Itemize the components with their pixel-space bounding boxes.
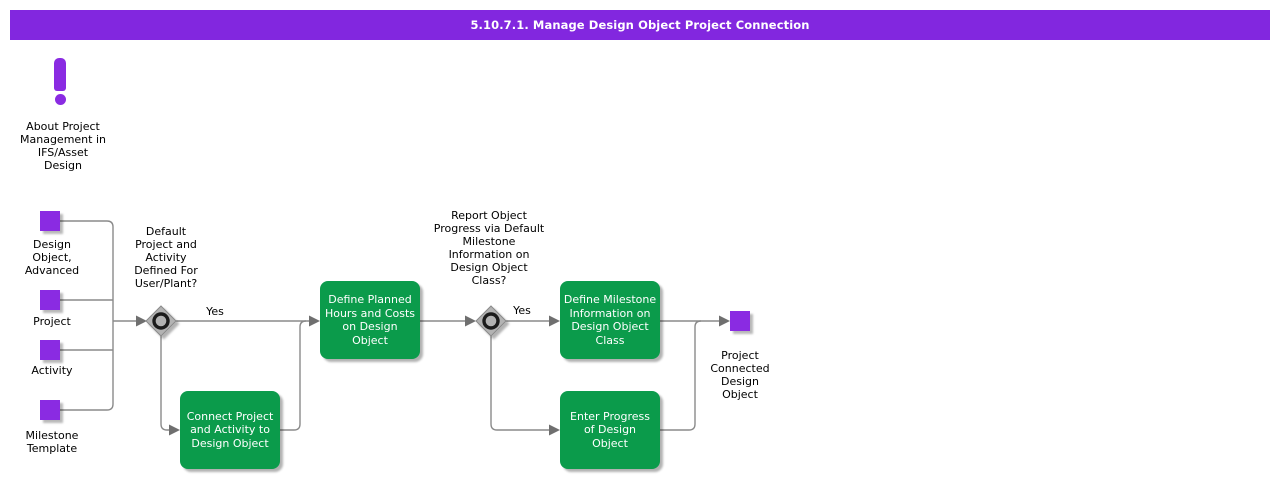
arrowhead-into-end-node	[719, 315, 730, 327]
task-define-milestone-info[interactable]: Define Milestone Information on Design O…	[560, 281, 660, 359]
arrowhead-into-gateway1	[136, 315, 147, 327]
task-enter-progress[interactable]: Enter Progress of Design Object	[560, 391, 660, 469]
gateway1-icon	[145, 305, 177, 337]
arrowhead-into-define-planned	[309, 315, 320, 327]
about-label[interactable]: About Project Management in IFS/Asset De…	[20, 120, 106, 172]
input-node-design-object-advanced[interactable]	[40, 211, 60, 231]
gateway2-yes-label: Yes	[513, 304, 531, 317]
connector-input-rail	[60, 220, 114, 411]
output-node-project-connected[interactable]	[730, 311, 750, 331]
about-info-link[interactable]	[54, 58, 66, 105]
exclamation-icon-dot	[54, 94, 66, 105]
gateway1-question: Default Project and Activity Defined For…	[134, 225, 198, 290]
connector-connect-project-merge	[280, 320, 307, 431]
gateway2-question: Report Object Progress via Default Miles…	[433, 209, 545, 287]
page-title: 5.10.7.1. Manage Design Object Project C…	[470, 18, 810, 32]
input-label-design-object-advanced[interactable]: Design Object, Advanced	[24, 238, 80, 277]
arrowhead-into-gateway2	[465, 315, 476, 327]
arrowhead-into-define-milestone	[549, 315, 560, 327]
input-label-activity[interactable]: Activity	[31, 364, 73, 377]
title-banner: 5.10.7.1. Manage Design Object Project C…	[10, 10, 1270, 40]
gateway2-icon	[475, 305, 507, 337]
task-connect-project-activity[interactable]: Connect Project and Activity to Design O…	[180, 391, 280, 469]
input-node-project[interactable]	[40, 290, 60, 310]
gateway1-yes-label: Yes	[206, 305, 224, 318]
arrowhead-into-connect-project	[169, 424, 180, 436]
connector-gateway2-down	[490, 336, 549, 431]
input-label-project[interactable]: Project	[33, 315, 71, 328]
connector-gateway1-down	[160, 336, 169, 431]
exclamation-icon	[54, 58, 66, 91]
input-node-milestone-template[interactable]	[40, 400, 60, 420]
connector-enter-progress-merge	[660, 320, 702, 431]
task-define-planned-hours[interactable]: Define Planned Hours and Costs on Design…	[320, 281, 420, 359]
output-label-project-connected[interactable]: Project Connected Design Object	[710, 349, 770, 401]
input-label-milestone-template[interactable]: Milestone Template	[25, 429, 79, 455]
input-node-activity[interactable]	[40, 340, 60, 360]
arrowhead-into-enter-progress	[549, 424, 560, 436]
